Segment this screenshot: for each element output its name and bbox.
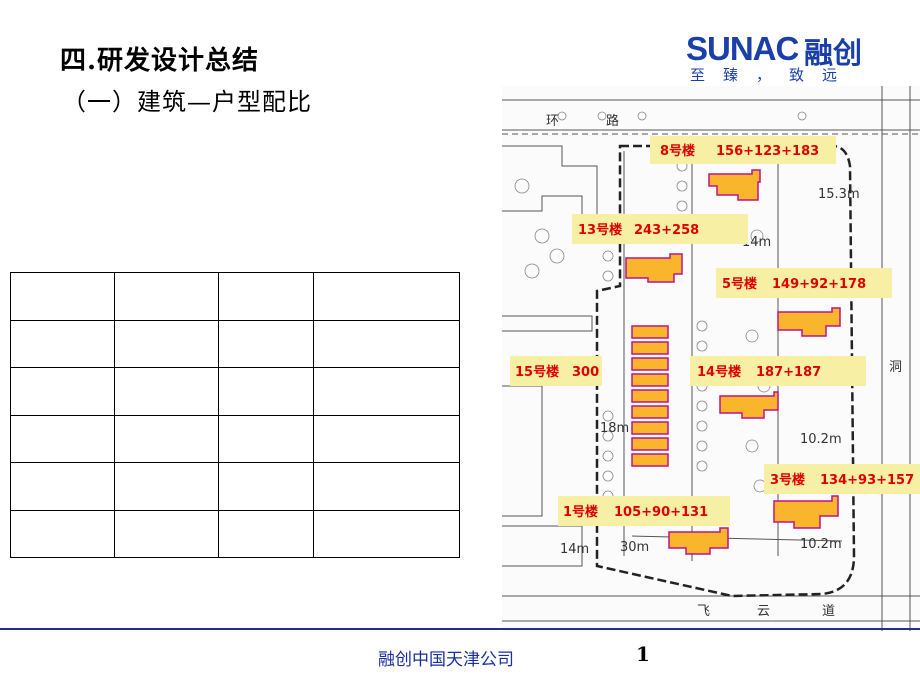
label-building-14: 14号楼 187+187 bbox=[690, 356, 866, 386]
label-building-15-name: 15号楼 bbox=[515, 364, 559, 380]
table-row bbox=[10, 509, 460, 558]
dimension-label: 15.3m bbox=[818, 187, 860, 202]
table-cell bbox=[217, 462, 315, 511]
table-row bbox=[10, 414, 460, 463]
table-cell bbox=[313, 319, 460, 368]
building-14 bbox=[719, 391, 779, 419]
label-building-5-ratio: 149+92+178 bbox=[772, 277, 866, 292]
site-plan-drawing: 环 路 飞 云 道 洞 14m 18m 14m 30m 15.3m 10.2m … bbox=[502, 86, 920, 631]
road-bottom-char-2: 云 bbox=[757, 604, 770, 619]
building-1 bbox=[668, 527, 729, 555]
table-cell bbox=[217, 509, 315, 558]
label-building-5: 5号楼 149+92+178 bbox=[716, 268, 892, 298]
road-top-char-1: 环 bbox=[546, 114, 559, 129]
dimension-label: 10.2m bbox=[800, 432, 842, 447]
label-building-3-ratio: 134+93+157 bbox=[820, 473, 914, 488]
label-building-1-name: 1号楼 bbox=[563, 504, 598, 520]
building-5 bbox=[777, 307, 841, 337]
sunac-logo: SUNAC 融创 至臻，致远 bbox=[686, 30, 882, 84]
site-plan: 环 路 飞 云 道 洞 14m 18m 14m 30m 15.3m 10.2m … bbox=[502, 86, 920, 631]
table-cell bbox=[217, 272, 315, 321]
footer-divider bbox=[0, 628, 920, 630]
table-row bbox=[10, 272, 460, 321]
label-building-14-name: 14号楼 bbox=[697, 364, 741, 380]
logo-slogan: 至臻，致远 bbox=[690, 66, 856, 84]
table-cell bbox=[313, 272, 460, 321]
table-cell bbox=[10, 367, 115, 416]
dimension-label: 10.2m bbox=[800, 537, 842, 552]
table-cell bbox=[113, 367, 219, 416]
building-8 bbox=[708, 169, 761, 201]
label-building-8: 8号楼 156+123+183 bbox=[650, 136, 836, 164]
footer-company: 融创中国天津公司 bbox=[378, 650, 514, 670]
dimension-label: 18m bbox=[600, 421, 629, 436]
table-cell bbox=[113, 462, 219, 511]
table-cell bbox=[10, 319, 115, 368]
table-cell bbox=[10, 272, 115, 321]
building-3 bbox=[773, 495, 839, 529]
road-top-char-2: 路 bbox=[606, 113, 619, 129]
table-row bbox=[10, 367, 460, 416]
slide-subtitle: （一）建筑—户型配比 bbox=[62, 88, 312, 116]
table-cell bbox=[313, 414, 460, 463]
logo-wordmark: SUNAC bbox=[686, 30, 799, 67]
table-cell bbox=[217, 319, 315, 368]
table-cell bbox=[313, 509, 460, 558]
dimension-label: 14m bbox=[560, 542, 589, 557]
table-cell bbox=[10, 462, 115, 511]
label-building-15: 15号楼 300 bbox=[510, 356, 602, 386]
dimension-label: 30m bbox=[620, 540, 649, 555]
logo-chinese: 融创 bbox=[804, 36, 863, 70]
road-bottom-char-1: 飞 bbox=[697, 604, 710, 619]
building-15 bbox=[631, 325, 669, 467]
table-cell bbox=[217, 367, 315, 416]
label-building-14-ratio: 187+187 bbox=[756, 365, 821, 380]
table-cell bbox=[113, 272, 219, 321]
table-row bbox=[10, 462, 460, 511]
table-cell bbox=[217, 414, 315, 463]
road-right-char: 洞 bbox=[889, 360, 902, 375]
slide-title: 四.研发设计总结 bbox=[60, 46, 260, 76]
label-building-8-name: 8号楼 bbox=[660, 143, 695, 159]
label-building-13: 13号楼 243+258 bbox=[572, 214, 748, 244]
label-building-3: 3号楼 134+93+157 bbox=[764, 464, 920, 494]
road-bottom-char-3: 道 bbox=[822, 604, 835, 619]
label-building-5-name: 5号楼 bbox=[722, 276, 757, 292]
table-cell bbox=[113, 319, 219, 368]
table-cell bbox=[10, 414, 115, 463]
table-cell bbox=[313, 462, 460, 511]
label-building-8-ratio: 156+123+183 bbox=[716, 144, 819, 159]
label-building-13-name: 13号楼 bbox=[578, 222, 622, 238]
label-building-15-ratio: 300 bbox=[572, 365, 599, 380]
table-cell bbox=[113, 414, 219, 463]
table-cell bbox=[313, 367, 460, 416]
label-building-1: 1号楼 105+90+131 bbox=[558, 496, 730, 526]
table-cell bbox=[113, 509, 219, 558]
table-cell bbox=[10, 509, 115, 558]
label-building-3-name: 3号楼 bbox=[770, 472, 805, 488]
table-row bbox=[10, 319, 460, 368]
page-number: 1 bbox=[636, 642, 650, 666]
label-building-1-ratio: 105+90+131 bbox=[614, 505, 708, 520]
dimension-label: 14m bbox=[742, 235, 771, 250]
label-building-13-ratio: 243+258 bbox=[634, 223, 699, 238]
building-13 bbox=[625, 253, 683, 283]
unit-ratio-table bbox=[10, 272, 460, 558]
